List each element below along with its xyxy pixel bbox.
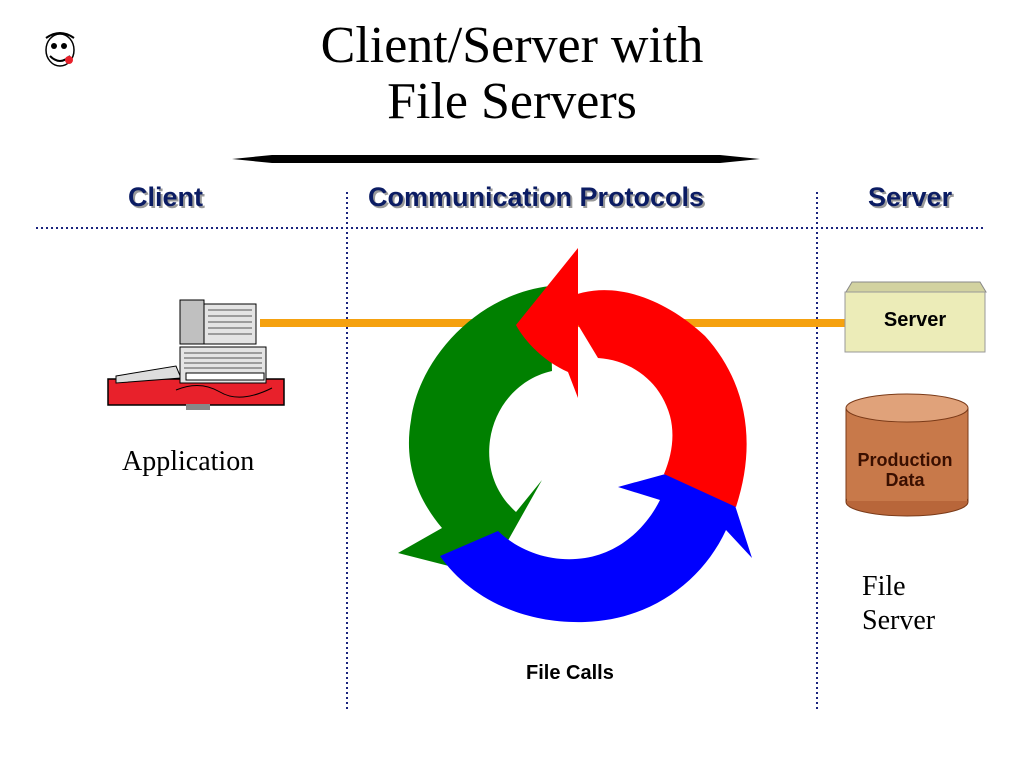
application-label: Application bbox=[122, 446, 255, 477]
mascot-icon bbox=[45, 32, 75, 67]
file-calls-label: File Calls bbox=[526, 662, 614, 684]
red-arrow-arc bbox=[563, 290, 747, 507]
database-label: Production Data bbox=[846, 450, 964, 490]
file-server-line-2: Server bbox=[862, 605, 936, 636]
server-label: Server bbox=[883, 309, 947, 331]
green-arrow bbox=[398, 286, 552, 576]
server-box-icon bbox=[844, 281, 987, 353]
database-label-line-1: Production bbox=[857, 450, 953, 470]
red-arrow bbox=[516, 248, 578, 398]
computer-icon bbox=[107, 299, 285, 410]
column-separators bbox=[36, 192, 984, 710]
column-heading-server: Server bbox=[868, 182, 953, 212]
file-server-line-1: File bbox=[862, 571, 906, 602]
blue-arrow bbox=[440, 459, 752, 623]
column-heading-protocols: Communication Protocols bbox=[368, 182, 705, 212]
file-server-label: File Server bbox=[862, 570, 935, 638]
title-line-1: Client/Server with bbox=[320, 17, 704, 74]
title-underline bbox=[232, 155, 760, 163]
database-cylinder-icon bbox=[845, 393, 969, 517]
title-line-2: File Servers bbox=[387, 73, 637, 130]
database-label-line-2: Data bbox=[885, 470, 925, 490]
circular-arrows-icon bbox=[398, 248, 752, 623]
page-title: Client/Server with File Servers bbox=[200, 18, 824, 130]
column-heading-client: Client bbox=[128, 182, 204, 212]
